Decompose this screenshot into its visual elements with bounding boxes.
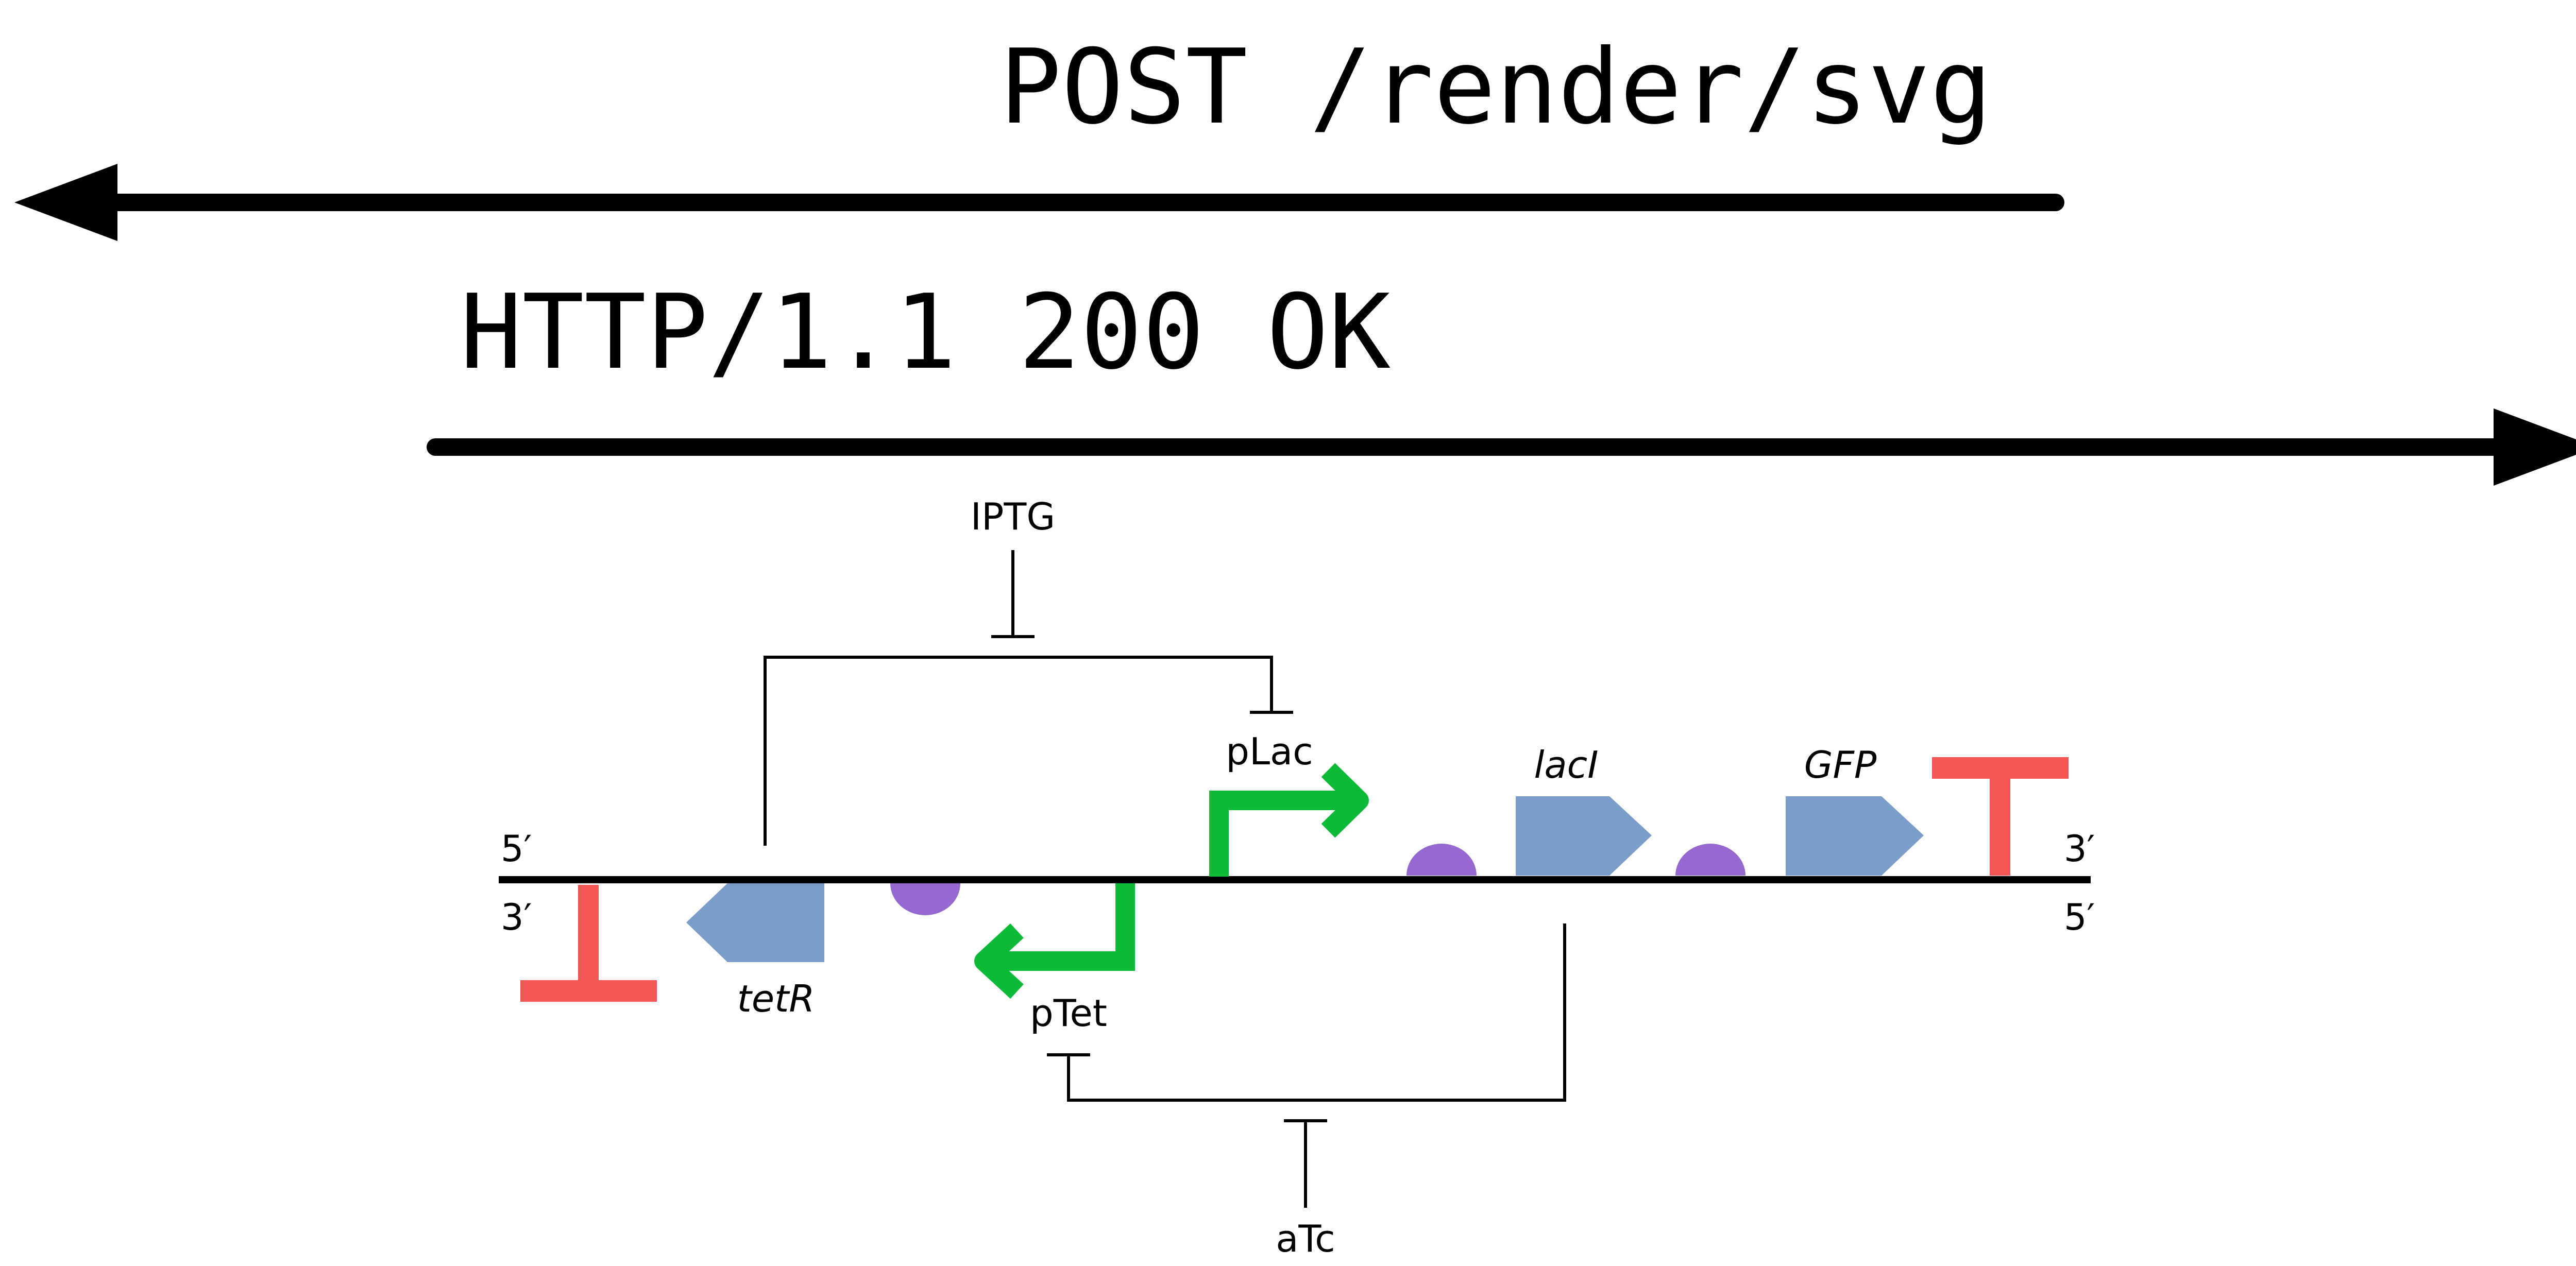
laci-repression-line bbox=[764, 656, 1273, 846]
plac-promoter-arrowhead bbox=[1321, 763, 1369, 838]
ptet-label: pTet bbox=[1030, 991, 1107, 1035]
rbs-reverse bbox=[890, 883, 960, 915]
atc-label: aTc bbox=[1276, 1217, 1335, 1260]
strand-bottom-left-label: 3′ bbox=[501, 896, 532, 938]
gfp-label: GFP bbox=[1804, 743, 1877, 786]
response-arrow-head-right bbox=[2494, 408, 2576, 486]
rbs-laci bbox=[1406, 844, 1477, 876]
laci-cds bbox=[1516, 796, 1652, 876]
plac-promoter-stem bbox=[1209, 791, 1349, 877]
request-label: POST /render/svg bbox=[999, 27, 1992, 147]
tetr-cds bbox=[686, 883, 824, 962]
tetr-label: tetR bbox=[737, 977, 815, 1020]
terminator-left-bar bbox=[520, 980, 657, 1002]
gfp-cds bbox=[1786, 796, 1924, 876]
rbs-gfp bbox=[1675, 844, 1745, 876]
laci-label: lacI bbox=[1534, 743, 1599, 786]
strand-top-left-label: 5′ bbox=[501, 828, 532, 870]
iptg-label: IPTG bbox=[971, 495, 1055, 538]
request-arrow-head-left bbox=[14, 164, 117, 241]
terminator-right-bar bbox=[1932, 757, 2069, 779]
strand-bottom-right-label: 5′ bbox=[2064, 896, 2095, 938]
ptet-promoter-stem bbox=[991, 883, 1135, 971]
tetr-repression-line bbox=[1067, 923, 1566, 1102]
ptet-promoter-arrowhead bbox=[974, 923, 1024, 999]
response-label: HTTP/1.1 200 OK bbox=[460, 272, 1391, 392]
plac-label: pLac bbox=[1226, 730, 1313, 773]
strand-top-right-label: 3′ bbox=[2064, 828, 2095, 870]
